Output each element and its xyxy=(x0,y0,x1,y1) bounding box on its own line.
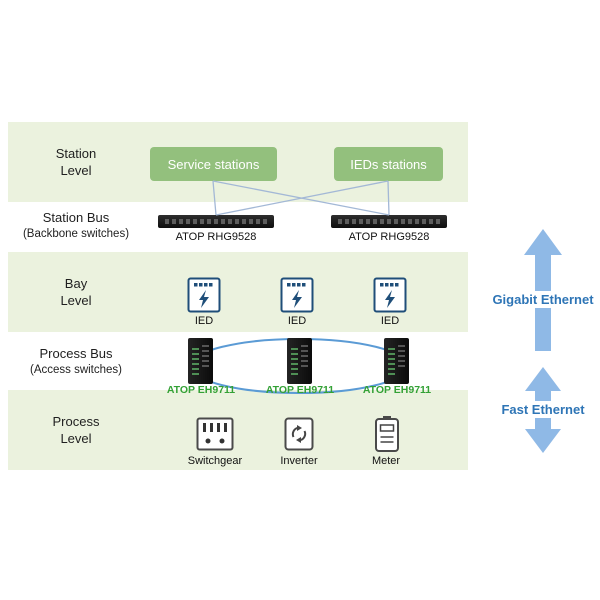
service-stations-node: Service stations xyxy=(150,147,277,181)
ied-lightning-icon xyxy=(280,277,314,313)
tower-switch-icon xyxy=(384,338,409,384)
meter-icon xyxy=(375,416,399,452)
backbone-switch-label: ATOP RHG9528 xyxy=(175,231,257,243)
ied-lightning-icon xyxy=(187,277,221,313)
backbone-switch-label: ATOP RHG9528 xyxy=(348,231,430,243)
station-level-label: Station Level xyxy=(8,146,144,180)
access-switch-label: ATOP EH9711 xyxy=(362,384,432,396)
label-line: (Access switches) xyxy=(29,363,123,376)
label-line: Level xyxy=(60,430,92,446)
fast-ethernet-label: Fast Ethernet xyxy=(499,401,587,418)
access-switch-label: ATOP EH9711 xyxy=(166,384,236,396)
label-line: Bay xyxy=(64,276,88,291)
ieds-stations-node: IEDs stations xyxy=(334,147,443,181)
rack-switch-icon xyxy=(331,215,447,228)
process-bus-label: Process Bus (Access switches) xyxy=(8,346,144,378)
inverter-cycle-icon xyxy=(284,417,314,451)
device-label: Meter xyxy=(371,455,401,467)
up-arrow-icon xyxy=(524,229,562,351)
ied-label: IED xyxy=(380,315,400,327)
label-line: Station xyxy=(55,146,97,161)
label-line: Station Bus xyxy=(42,210,110,225)
ied-label: IED xyxy=(287,315,307,327)
label-line: Process xyxy=(52,414,100,429)
switchgear-panel-icon xyxy=(196,417,234,451)
gigabit-ethernet-label: Gigabit Ethernet xyxy=(491,291,595,308)
label-line: Level xyxy=(60,162,92,178)
label-line: Process Bus xyxy=(39,346,113,361)
bay-level-label: Bay Level xyxy=(8,276,144,310)
access-switch-label: ATOP EH9711 xyxy=(265,384,335,396)
label-line: Level xyxy=(60,292,92,308)
rack-switch-icon xyxy=(158,215,274,228)
tower-switch-icon xyxy=(287,338,312,384)
device-label: Inverter xyxy=(280,455,318,467)
tower-switch-icon xyxy=(188,338,213,384)
device-label: Switchgear xyxy=(187,455,243,467)
station-bus-label: Station Bus (Backbone switches) xyxy=(8,210,144,242)
process-level-label: Process Level xyxy=(8,414,144,448)
ied-lightning-icon xyxy=(373,277,407,313)
ied-label: IED xyxy=(194,315,214,327)
label-line: (Backbone switches) xyxy=(22,227,130,240)
